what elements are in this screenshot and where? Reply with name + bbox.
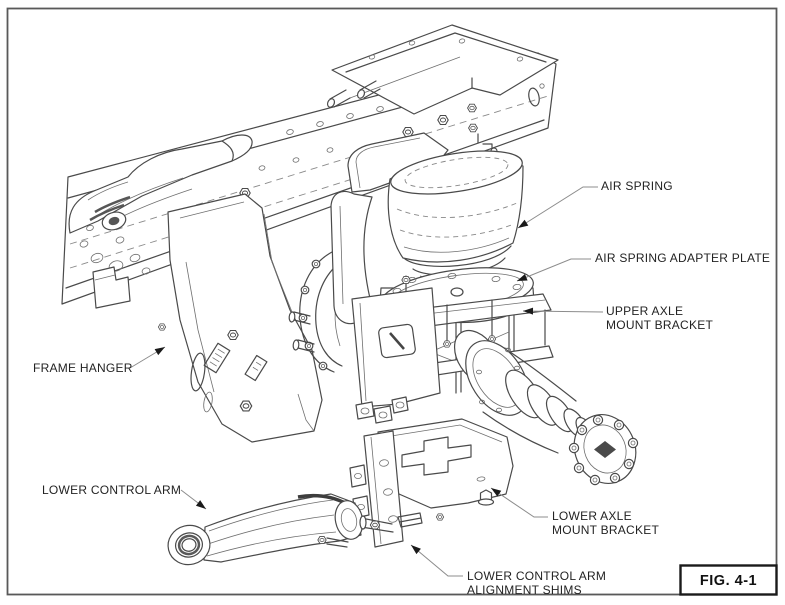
hub-bolts [568,414,639,486]
label-upper-axle-mount-bracket-line2: MOUNT BRACKET [606,318,713,332]
label-air-spring-adapter-plate: AIR SPRING ADAPTER PLATE [595,251,770,265]
hub-center-key [594,441,616,458]
label-frame-hanger: FRAME HANGER [33,361,133,375]
callout-air-spring: AIR SPRING [517,179,673,229]
callout-lower-control-arm: LOWER CONTROL ARM [42,483,207,510]
leader-upper-axle-mount-bracket [522,307,604,315]
differential-drawing [288,251,345,373]
callout-lower-control-arm-alignment-shims: LOWER CONTROL ARM ALIGNMENT SHIMS [410,544,606,597]
frame-crossmember-drawing [326,24,559,115]
figure-caption: FIG. 4-1 [700,573,757,589]
callout-upper-axle-mount-bracket: UPPER AXLE MOUNT BRACKET [522,304,713,332]
label-air-spring: AIR SPRING [601,179,673,193]
leader-lower-control-arm [180,489,207,510]
label-lower-axle-mount-bracket-line2: MOUNT BRACKET [552,523,659,537]
figure-caption-frame [679,564,778,596]
suspension-illustration [61,24,639,566]
leader-air-spring [517,186,598,229]
label-alignment-shims-line2: ALIGNMENT SHIMS [467,583,582,597]
air-spring-shield-drawing [330,132,449,325]
lower-control-arm-drawing [167,493,394,566]
label-lower-axle-mount-bracket-line1: LOWER AXLE [552,509,632,523]
frame-hanger-drawing [157,193,323,443]
axle-hub-drawing [453,329,639,486]
lower-axle-mount-drawing [377,418,514,521]
cab-mount-drawing [68,134,253,234]
label-lower-control-arm: LOWER CONTROL ARM [42,483,181,497]
air-spring-drawing [387,150,524,281]
label-upper-axle-mount-bracket-line1: UPPER AXLE [606,304,683,318]
leader-air-spring-adapter-plate [516,258,591,282]
leader-alignment-shims [410,544,463,577]
alignment-shims-drawing [349,430,423,548]
callouts: AIR SPRING AIR SPRING ADAPTER PLATE UPPE… [33,179,770,597]
leader-lower-axle-mount-bracket [490,487,548,518]
label-alignment-shims-line1: LOWER CONTROL ARM [467,569,606,583]
callout-frame-hanger: FRAME HANGER [33,346,166,375]
leader-frame-hanger [129,346,166,369]
callout-lower-axle-mount-bracket: LOWER AXLE MOUNT BRACKET [490,487,659,537]
callout-air-spring-adapter-plate: AIR SPRING ADAPTER PLATE [516,251,770,282]
figure-caption-box: FIG. 4-1 [679,564,778,596]
